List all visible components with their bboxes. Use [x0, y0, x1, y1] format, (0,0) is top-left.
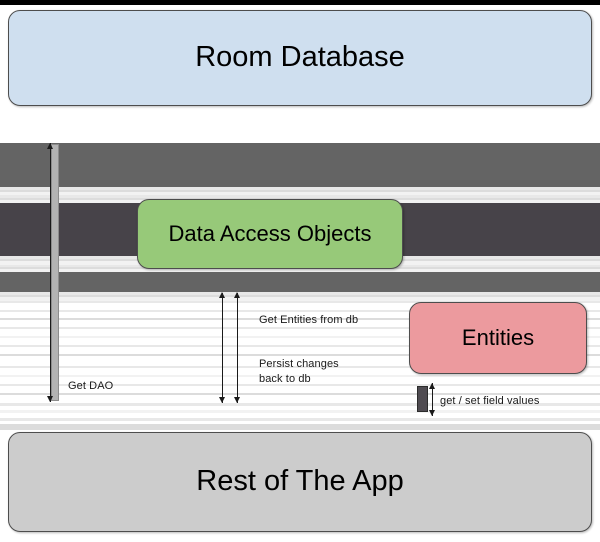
background-band-29	[0, 403, 600, 406]
background-band-13	[0, 269, 600, 272]
edge-label-persist-changes-back-to-db: Persist changes back to db	[259, 358, 339, 385]
lifeline-entities-outbound	[222, 293, 223, 403]
edge-label-get-entities-from-db: Get Entities from db	[259, 314, 359, 326]
background-band-24	[0, 354, 600, 356]
background-band-19	[0, 310, 600, 312]
arrowhead-up-get-dao-origin	[47, 143, 53, 149]
background-band-15	[0, 292, 600, 295]
top-black-sliver	[0, 0, 600, 5]
node-data-access-objects[interactable]: Data Access Objects	[137, 199, 403, 269]
arrowhead-up-get-entities	[219, 292, 225, 298]
background-band-30	[0, 410, 600, 413]
background-band-1	[0, 187, 600, 190]
background-band-23	[0, 345, 600, 347]
arrowhead-down-get-dao	[47, 396, 53, 402]
arrowhead-up-field-values	[429, 383, 435, 389]
background-band-22	[0, 336, 600, 338]
lifeline-dao	[50, 143, 51, 402]
background-band-18	[0, 301, 600, 303]
background-band-26	[0, 375, 600, 377]
background-band-20	[0, 318, 600, 320]
arrowhead-down-persist	[234, 397, 240, 403]
background-band-0	[0, 143, 600, 187]
activation-bar-dao	[51, 144, 59, 401]
node-rest-of-the-app[interactable]: Rest of The App	[8, 432, 592, 532]
background-band-16	[0, 295, 600, 297]
background-band-17	[0, 297, 600, 301]
arrowhead-down-field-values	[429, 410, 435, 416]
background-band-31	[0, 418, 600, 421]
background-band-21	[0, 327, 600, 329]
node-room-database[interactable]: Room Database	[8, 10, 592, 106]
background-band-25	[0, 366, 600, 368]
background-band-4	[0, 195, 600, 198]
background-band-14	[0, 272, 600, 292]
background-band-3	[0, 192, 600, 195]
arrowhead-down-get-entities	[219, 397, 225, 403]
background-band-32	[0, 424, 600, 430]
background-band-28	[0, 393, 600, 395]
lifeline-entities-inbound	[237, 293, 238, 403]
edge-label-get-set-field-values: get / set field values	[440, 395, 540, 407]
arrowhead-up-persist	[234, 292, 240, 298]
background-band-2	[0, 190, 600, 192]
lifeline-field-values	[432, 383, 433, 416]
activation-bar-field-values	[417, 386, 428, 412]
background-band-27	[0, 384, 600, 386]
edge-label-get-dao: Get DAO	[68, 380, 114, 392]
node-entities[interactable]: Entities	[409, 302, 587, 374]
